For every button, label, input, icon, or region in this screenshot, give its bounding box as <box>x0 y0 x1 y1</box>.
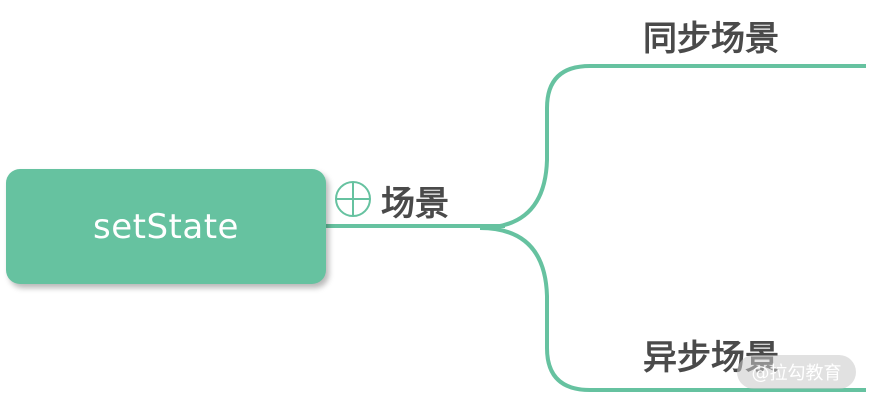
branch-label-scene[interactable]: 场景 <box>381 184 449 224</box>
watermark: @拉勾教育 <box>737 355 856 389</box>
child-label-sync[interactable]: 同步场景 <box>643 19 779 59</box>
connector-sync <box>479 64 866 230</box>
watermark-text: @拉勾教育 <box>751 363 842 384</box>
root-label: setState <box>93 206 239 247</box>
connector-async <box>479 226 866 392</box>
circle-plus-icon[interactable] <box>334 180 372 218</box>
root-node[interactable]: setState <box>6 169 326 284</box>
